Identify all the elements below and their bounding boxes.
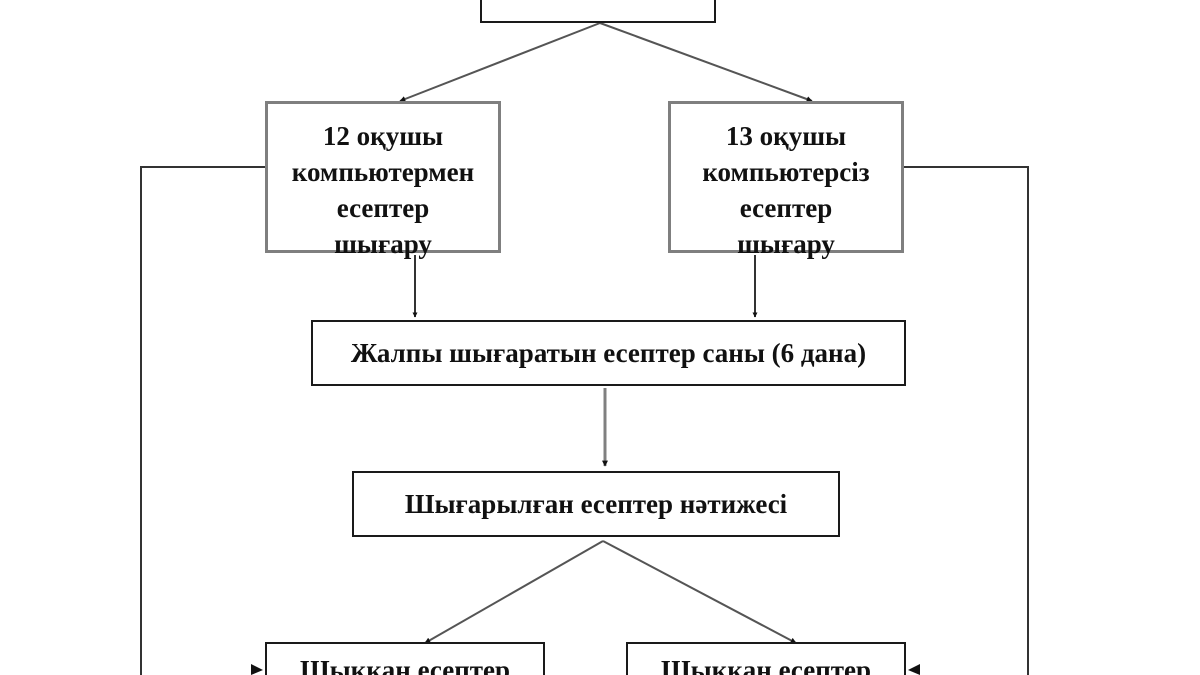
left-group-line-4: шығару <box>334 229 432 259</box>
arrow-top-to-right-group <box>599 22 813 102</box>
left-group-line-1: 12 оқушы <box>322 121 444 151</box>
top-box <box>480 0 716 23</box>
right-group-box: 13 оқушы компьютерсіз есептер шығару <box>668 101 904 259</box>
bottom-right-box: Шыққан есептер <box>626 642 906 675</box>
total-problems-box: Жалпы шығаратын есептер саны (6 дана) <box>311 320 906 386</box>
left-group-box: 12 оқушы компьютермен есептер шығару <box>265 101 501 259</box>
bottom-right-label: Шыққан есептер <box>660 655 872 675</box>
arrow-results-to-bottom-left <box>424 540 604 644</box>
right-group-line-2: компьютерсіз <box>702 157 870 187</box>
arrow-top-to-left-group <box>399 22 601 102</box>
bottom-left-label: Шыққан есептер <box>299 655 511 675</box>
left-group-line-3: есептер <box>336 193 430 223</box>
right-side-loop-line <box>904 166 1029 675</box>
left-group-line-2: компьютермен <box>291 157 475 187</box>
results-label: Шығарылған есептер нәтижесі <box>404 489 788 519</box>
bottom-left-box: Шыққан есептер <box>265 642 545 675</box>
right-group-line-1: 13 оқушы <box>725 121 847 151</box>
right-loop-arrowhead <box>908 664 920 675</box>
left-loop-arrowhead <box>251 664 263 675</box>
total-problems-label: Жалпы шығаратын есептер саны (6 дана) <box>350 338 867 368</box>
arrow-results-to-bottom-right <box>602 540 797 644</box>
right-group-line-4: шығару <box>737 229 835 259</box>
left-side-loop-line <box>140 166 265 675</box>
results-box: Шығарылған есептер нәтижесі <box>352 471 840 537</box>
right-group-line-3: есептер <box>739 193 833 223</box>
